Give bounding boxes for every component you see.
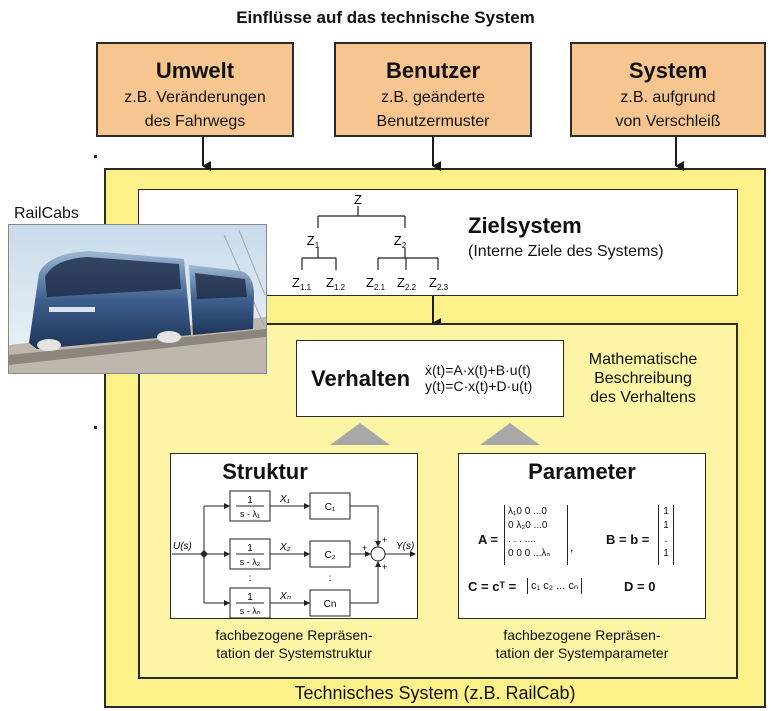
svg-text:Z2: Z2 [394,233,407,250]
caption-line: fachbezogene Repräsen- [215,627,373,643]
svg-text:Z1.2: Z1.2 [326,275,346,292]
matrix-row: 0 λ₂0 ...0 [508,520,548,531]
matrix-c-label: C = cᵀ = [468,579,517,594]
matrix-row: 1 [663,520,669,531]
svg-text:Z1.1: Z1.1 [292,275,312,292]
railcab-label: RailCabs [14,205,79,222]
matrix-row: λ₁0 0 ...0 [508,506,547,517]
block-diagram: U(s) Y(s) 1 s - λ₁ 1 s - λ₂ 1 s - λₙ X₁ … [172,490,416,619]
diagram-title: Einflüsse auf das technische System [236,8,535,27]
svg-text:Xₙ: Xₙ [279,591,292,602]
tree-leaf: Z [397,275,405,290]
matrix-row: 1 [663,506,669,517]
svg-text:X₁: X₁ [279,494,290,505]
matrix-row: . [664,534,668,545]
svg-text:s - λ₁: s - λ₁ [240,509,260,519]
zielsystem-subtitle: (Interne Ziele des Systems) [468,243,664,260]
triangle-right-icon [480,423,540,445]
tree-leaf: Z [429,275,437,290]
svg-text:+: + [362,543,367,553]
description-line: Beschreibung [594,370,692,387]
matrix-d: D = 0 [624,579,656,594]
matrix-a: λ₁0 0 ...0 0 λ₂0 ...0 . . . .... 0 0 0 .… [504,505,568,565]
margin-mark [94,426,97,429]
svg-text:1: 1 [247,543,253,554]
svg-text::: : [329,573,332,584]
struktur-caption: fachbezogene Repräsen- tation der System… [170,626,418,662]
matrix-b: 1 1 . 1 [658,505,674,565]
goal-tree: Z Z1 Z2 Z1.1 Z1.2 Z2.1 Z2.2 Z2.3 [292,192,449,292]
influence-line: des Fahrwegs [144,113,246,130]
struktur-box [170,453,418,619]
description-line: Mathematische [588,351,698,368]
svg-text:1: 1 [247,495,253,506]
verhalten-description: Mathematische Beschreibung des Verhalten… [568,350,718,407]
svg-text:+: + [382,562,387,572]
gray-triangles [330,423,540,445]
tree-leaf: Z [292,275,300,290]
svg-text:X₂: X₂ [279,542,291,553]
output-equation: y(t)=C·x(t)+D·u(t) [425,378,533,394]
caption-line: tation der Systemstruktur [216,645,372,661]
description-line: des Verhaltens [590,389,696,406]
svg-text:+: + [382,535,387,545]
state-equation: ẋ(t)=A·x(t)+B·u(t) [425,362,531,378]
svg-text:Z1: Z1 [307,233,320,250]
margin-mark [94,155,97,158]
matrix-a-label: A = [478,532,499,547]
triangle-left-icon [330,423,390,445]
parameter-heading: Parameter [528,459,636,484]
zielsystem-heading: Zielsystem [468,213,582,238]
railcab-image [8,224,267,374]
system-footer: Technisches System (z.B. RailCab) [294,683,576,703]
output-signal: Y(s) [396,541,414,552]
matrix-row: 1 [663,548,669,559]
railcab-illustration [9,225,266,373]
matrix-row: 0 0 0 ...λₙ [508,548,551,559]
influence-box-benutzer: Benutzer z.B. geänderte Benutzermuster [334,42,532,137]
tree-leaf: Z [326,275,334,290]
struktur-heading: Struktur [222,459,308,484]
influence-line: z.B. geänderte [380,89,486,106]
svg-text:C₂: C₂ [324,550,335,561]
influence-line: von Verschleiß [615,113,721,130]
influence-heading: Benutzer [385,58,481,83]
matrix-b-label: B = b = [606,532,650,547]
influence-line: z.B. aufgrund [620,89,716,106]
influence-box-umwelt: Umwelt z.B. Veränderungen des Fahrwegs [96,42,294,137]
svg-text:s - λₙ: s - λₙ [240,606,261,616]
svg-text:Cn: Cn [324,599,337,610]
caption-line: tation der Systemparameter [495,645,669,661]
matrix-row: . . . .... [508,534,536,545]
svg-text:1: 1 [247,592,253,603]
svg-text:s - λ₂: s - λ₂ [240,557,261,567]
svg-text::: : [249,573,252,584]
tree-node-z2: Z [394,233,402,248]
tree-root: Z [354,192,362,207]
svg-text:Z2.2: Z2.2 [397,275,417,292]
tree-leaf: Z [366,275,374,290]
matrix-c: c₁ c₂ ... cₙ [527,578,583,594]
parameter-caption: fachbezogene Repräsen- tation der System… [458,626,706,662]
influence-line: z.B. Veränderungen [124,89,266,106]
svg-text:Z2.1: Z2.1 [366,275,386,292]
verhalten-box [296,340,564,417]
influence-heading: System [628,58,708,83]
tree-node-z1: Z [307,233,315,248]
influence-line: Benutzermuster [376,113,490,130]
caption-line: fachbezogene Repräsen- [503,627,661,643]
input-signal: U(s) [173,541,192,552]
svg-text:C₁: C₁ [325,502,336,513]
influence-heading: Umwelt [155,58,235,83]
influence-box-system: System z.B. aufgrund von Verschleiß [570,42,766,137]
svg-text:Z2.3: Z2.3 [429,275,449,292]
verhalten-heading: Verhalten [311,366,411,391]
